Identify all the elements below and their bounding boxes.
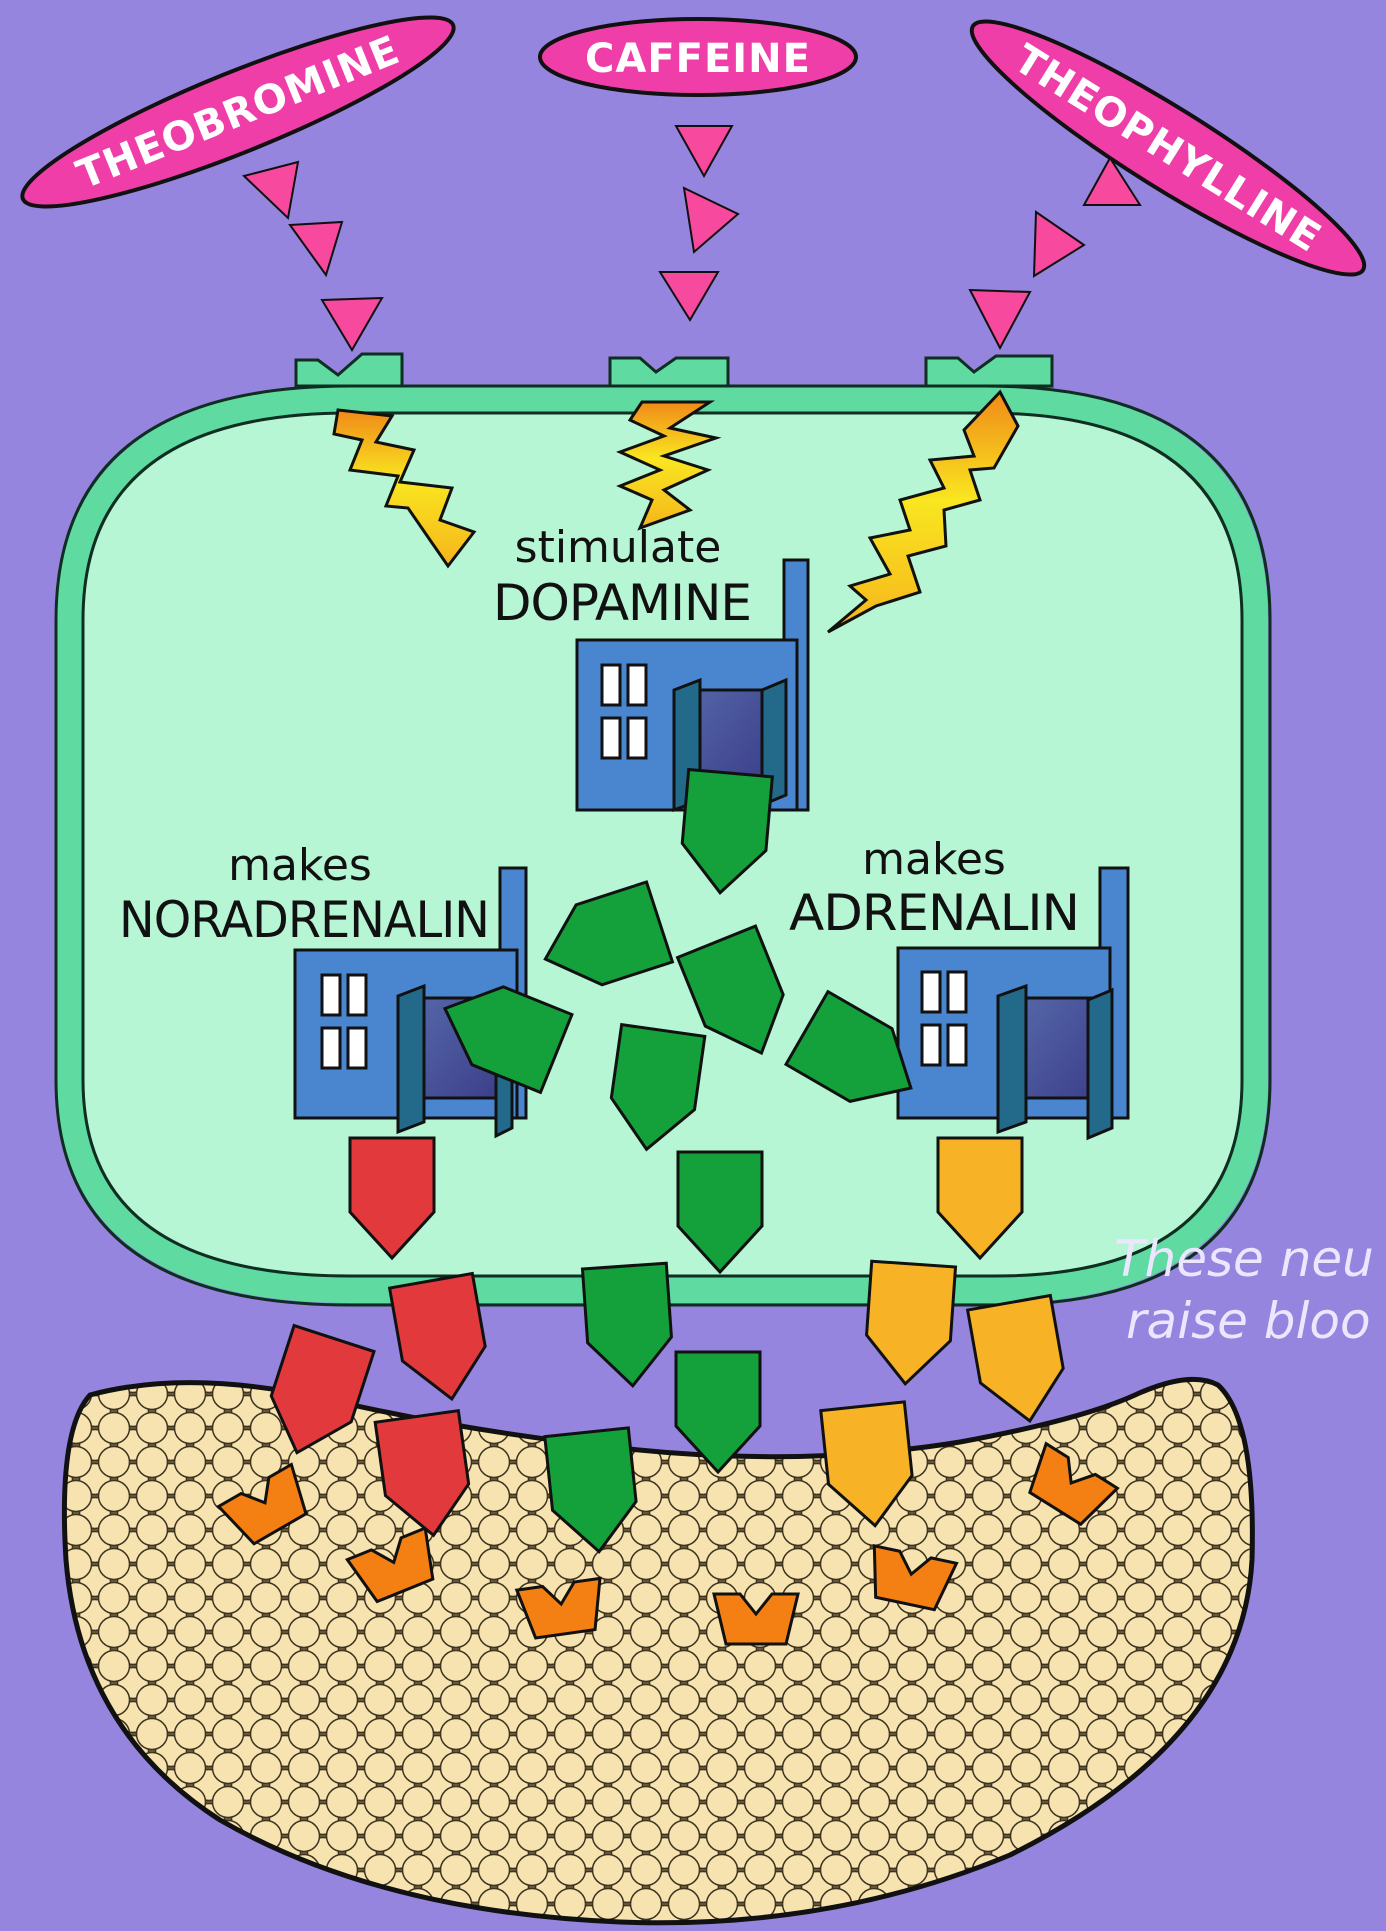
theobromine-pill: THEOBROMINE	[8, 0, 468, 236]
theophylline-pill: THEOPHYLLINE	[952, 0, 1384, 304]
pentagon-molecule-icon	[863, 1261, 955, 1387]
caption-line-1: These neu	[1114, 1230, 1374, 1288]
cell-receptors	[296, 354, 1052, 386]
caffeine-pill: CAFFEINE	[540, 19, 856, 95]
signal-arrows-right	[970, 158, 1140, 348]
caption-line-2: raise bloo	[1126, 1292, 1371, 1350]
theobromine-label: THEOBROMINE	[70, 27, 406, 198]
adrenalin-verb: makes	[862, 834, 1006, 885]
noradrenalin-verb: makes	[228, 840, 372, 891]
pentagon-molecule-icon	[968, 1295, 1072, 1428]
dopamine-label: DOPAMINE	[493, 574, 751, 632]
caffeine-label: CAFFEINE	[585, 36, 811, 82]
target-tissue	[64, 1379, 1252, 1922]
pentagon-molecule-icon	[582, 1263, 674, 1389]
adrenalin-label: ADRENALIN	[789, 884, 1079, 942]
signal-arrows-center	[660, 126, 738, 320]
noradrenalin-label: NORADRENALIN	[119, 891, 489, 949]
dopamine-verb: stimulate	[515, 522, 722, 573]
signal-arrows-left	[244, 162, 382, 350]
